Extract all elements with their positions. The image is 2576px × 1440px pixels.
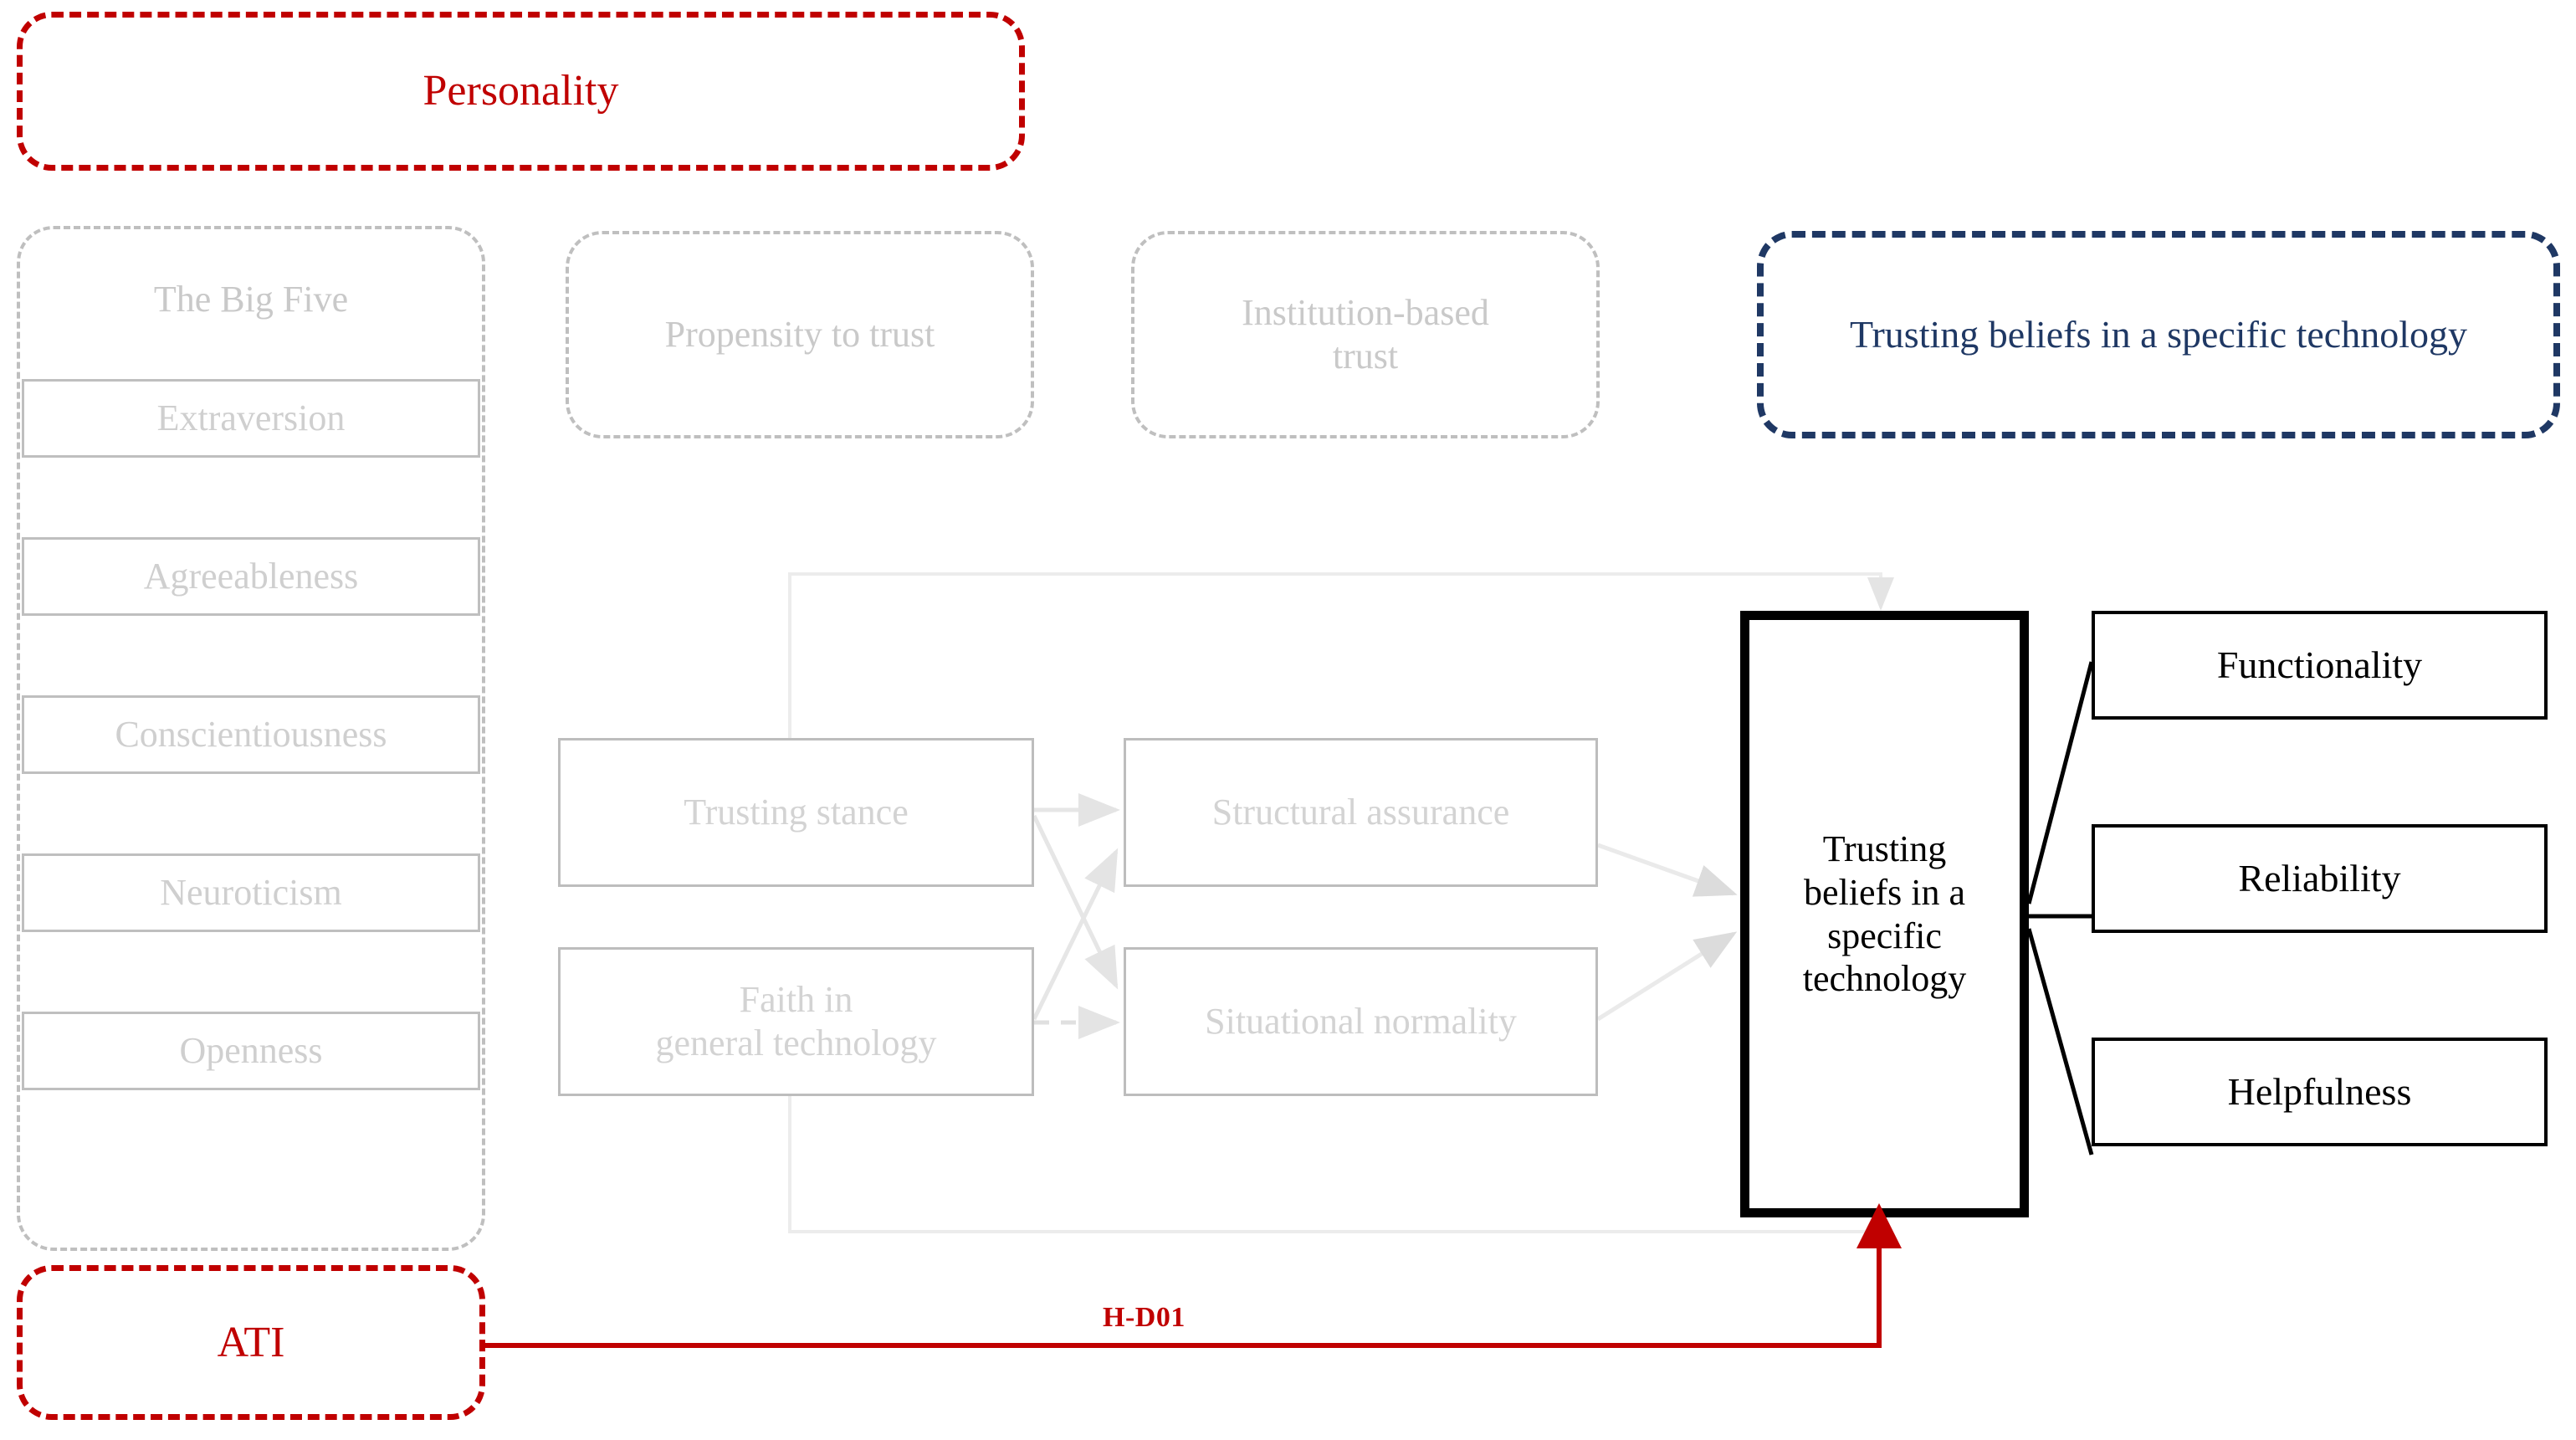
group-institution-based-trust-label: Institution-based trust bbox=[1134, 291, 1596, 378]
institution-line-1: Institution-based bbox=[1242, 292, 1489, 334]
wire-trusting-stance-to-focal-top bbox=[788, 572, 1894, 738]
faith-line-1: Faith in bbox=[739, 979, 853, 1021]
trait-label-neuroticism: Neuroticism bbox=[160, 872, 342, 914]
trait-box-conscientiousness: Conscientiousness bbox=[22, 695, 480, 774]
construct-faith-label: Faith in general technology bbox=[561, 978, 1032, 1065]
faith-line-2: general technology bbox=[655, 1022, 937, 1063]
construct-focal-trusting-beliefs: Trusting beliefs in a specific technolog… bbox=[1740, 611, 2029, 1217]
group-big-five: The Big Five bbox=[17, 226, 485, 1251]
institution-line-2: trust bbox=[1332, 336, 1399, 377]
group-trusting-beliefs-header: Trusting beliefs in a specific technolog… bbox=[1757, 231, 2560, 438]
wire-faith-to-structural-assurance bbox=[1032, 848, 1119, 1021]
dimension-box-functionality: Functionality bbox=[2092, 611, 2548, 720]
group-personality-label: Personality bbox=[423, 67, 619, 115]
trait-box-neuroticism: Neuroticism bbox=[22, 853, 480, 932]
group-institution-based-trust: Institution-based trust bbox=[1131, 231, 1600, 438]
wire-structural-assurance-to-focal bbox=[1597, 843, 1738, 897]
group-trusting-beliefs-header-label: Trusting beliefs in a specific technolog… bbox=[1850, 312, 2467, 356]
group-propensity-to-trust-label: Propensity to trust bbox=[664, 314, 935, 356]
trait-label-conscientiousness: Conscientiousness bbox=[115, 714, 387, 756]
construct-structural-assurance: Structural assurance bbox=[1124, 738, 1598, 887]
focal-line-1: Trusting bbox=[1822, 828, 1947, 869]
construct-faith-in-general-technology: Faith in general technology bbox=[558, 947, 1034, 1096]
dimension-label-helpfulness: Helpfulness bbox=[2227, 1069, 2412, 1113]
wire-trusting-stance-to-situational-normality bbox=[1032, 814, 1119, 990]
construct-focal-label: Trusting beliefs in a specific technolog… bbox=[1749, 828, 2020, 1002]
construct-trusting-stance-label: Trusting stance bbox=[684, 792, 909, 833]
wire-focal-to-helpfulness bbox=[2026, 928, 2094, 1156]
construct-structural-assurance-label: Structural assurance bbox=[1211, 792, 1510, 833]
group-propensity-to-trust: Propensity to trust bbox=[566, 231, 1034, 438]
trait-label-agreeableness: Agreeableness bbox=[143, 556, 359, 597]
wire-faith-bottom-route bbox=[788, 1081, 1881, 1233]
construct-trusting-stance: Trusting stance bbox=[558, 738, 1034, 887]
dimension-box-reliability: Reliability bbox=[2092, 824, 2548, 933]
focal-line-3: specific bbox=[1827, 915, 1942, 956]
hypothesis-label-h-d01: H-D01 bbox=[1103, 1302, 1186, 1333]
focal-line-4: technology bbox=[1802, 958, 1967, 1000]
group-big-five-label: The Big Five bbox=[153, 279, 349, 320]
dimension-label-reliability: Reliability bbox=[2238, 856, 2401, 899]
dimension-box-helpfulness: Helpfulness bbox=[2092, 1038, 2548, 1146]
group-personality: Personality bbox=[17, 12, 1025, 171]
focal-line-2: beliefs in a bbox=[1803, 871, 1966, 913]
wire-focal-to-functionality bbox=[2026, 661, 2094, 904]
trait-box-extraversion: Extraversion bbox=[22, 379, 480, 458]
group-ati: ATI bbox=[17, 1265, 485, 1420]
construct-situational-normality-label: Situational normality bbox=[1205, 1001, 1517, 1043]
dimension-label-functionality: Functionality bbox=[2216, 643, 2423, 686]
group-ati-label: ATI bbox=[217, 1318, 285, 1366]
trait-label-openness: Openness bbox=[179, 1030, 323, 1072]
construct-situational-normality: Situational normality bbox=[1124, 947, 1598, 1096]
wire-situational-normality-to-focal bbox=[1596, 931, 1738, 1022]
trait-label-extraversion: Extraversion bbox=[156, 397, 346, 439]
trait-box-openness: Openness bbox=[22, 1012, 480, 1090]
trait-box-agreeableness: Agreeableness bbox=[22, 537, 480, 616]
